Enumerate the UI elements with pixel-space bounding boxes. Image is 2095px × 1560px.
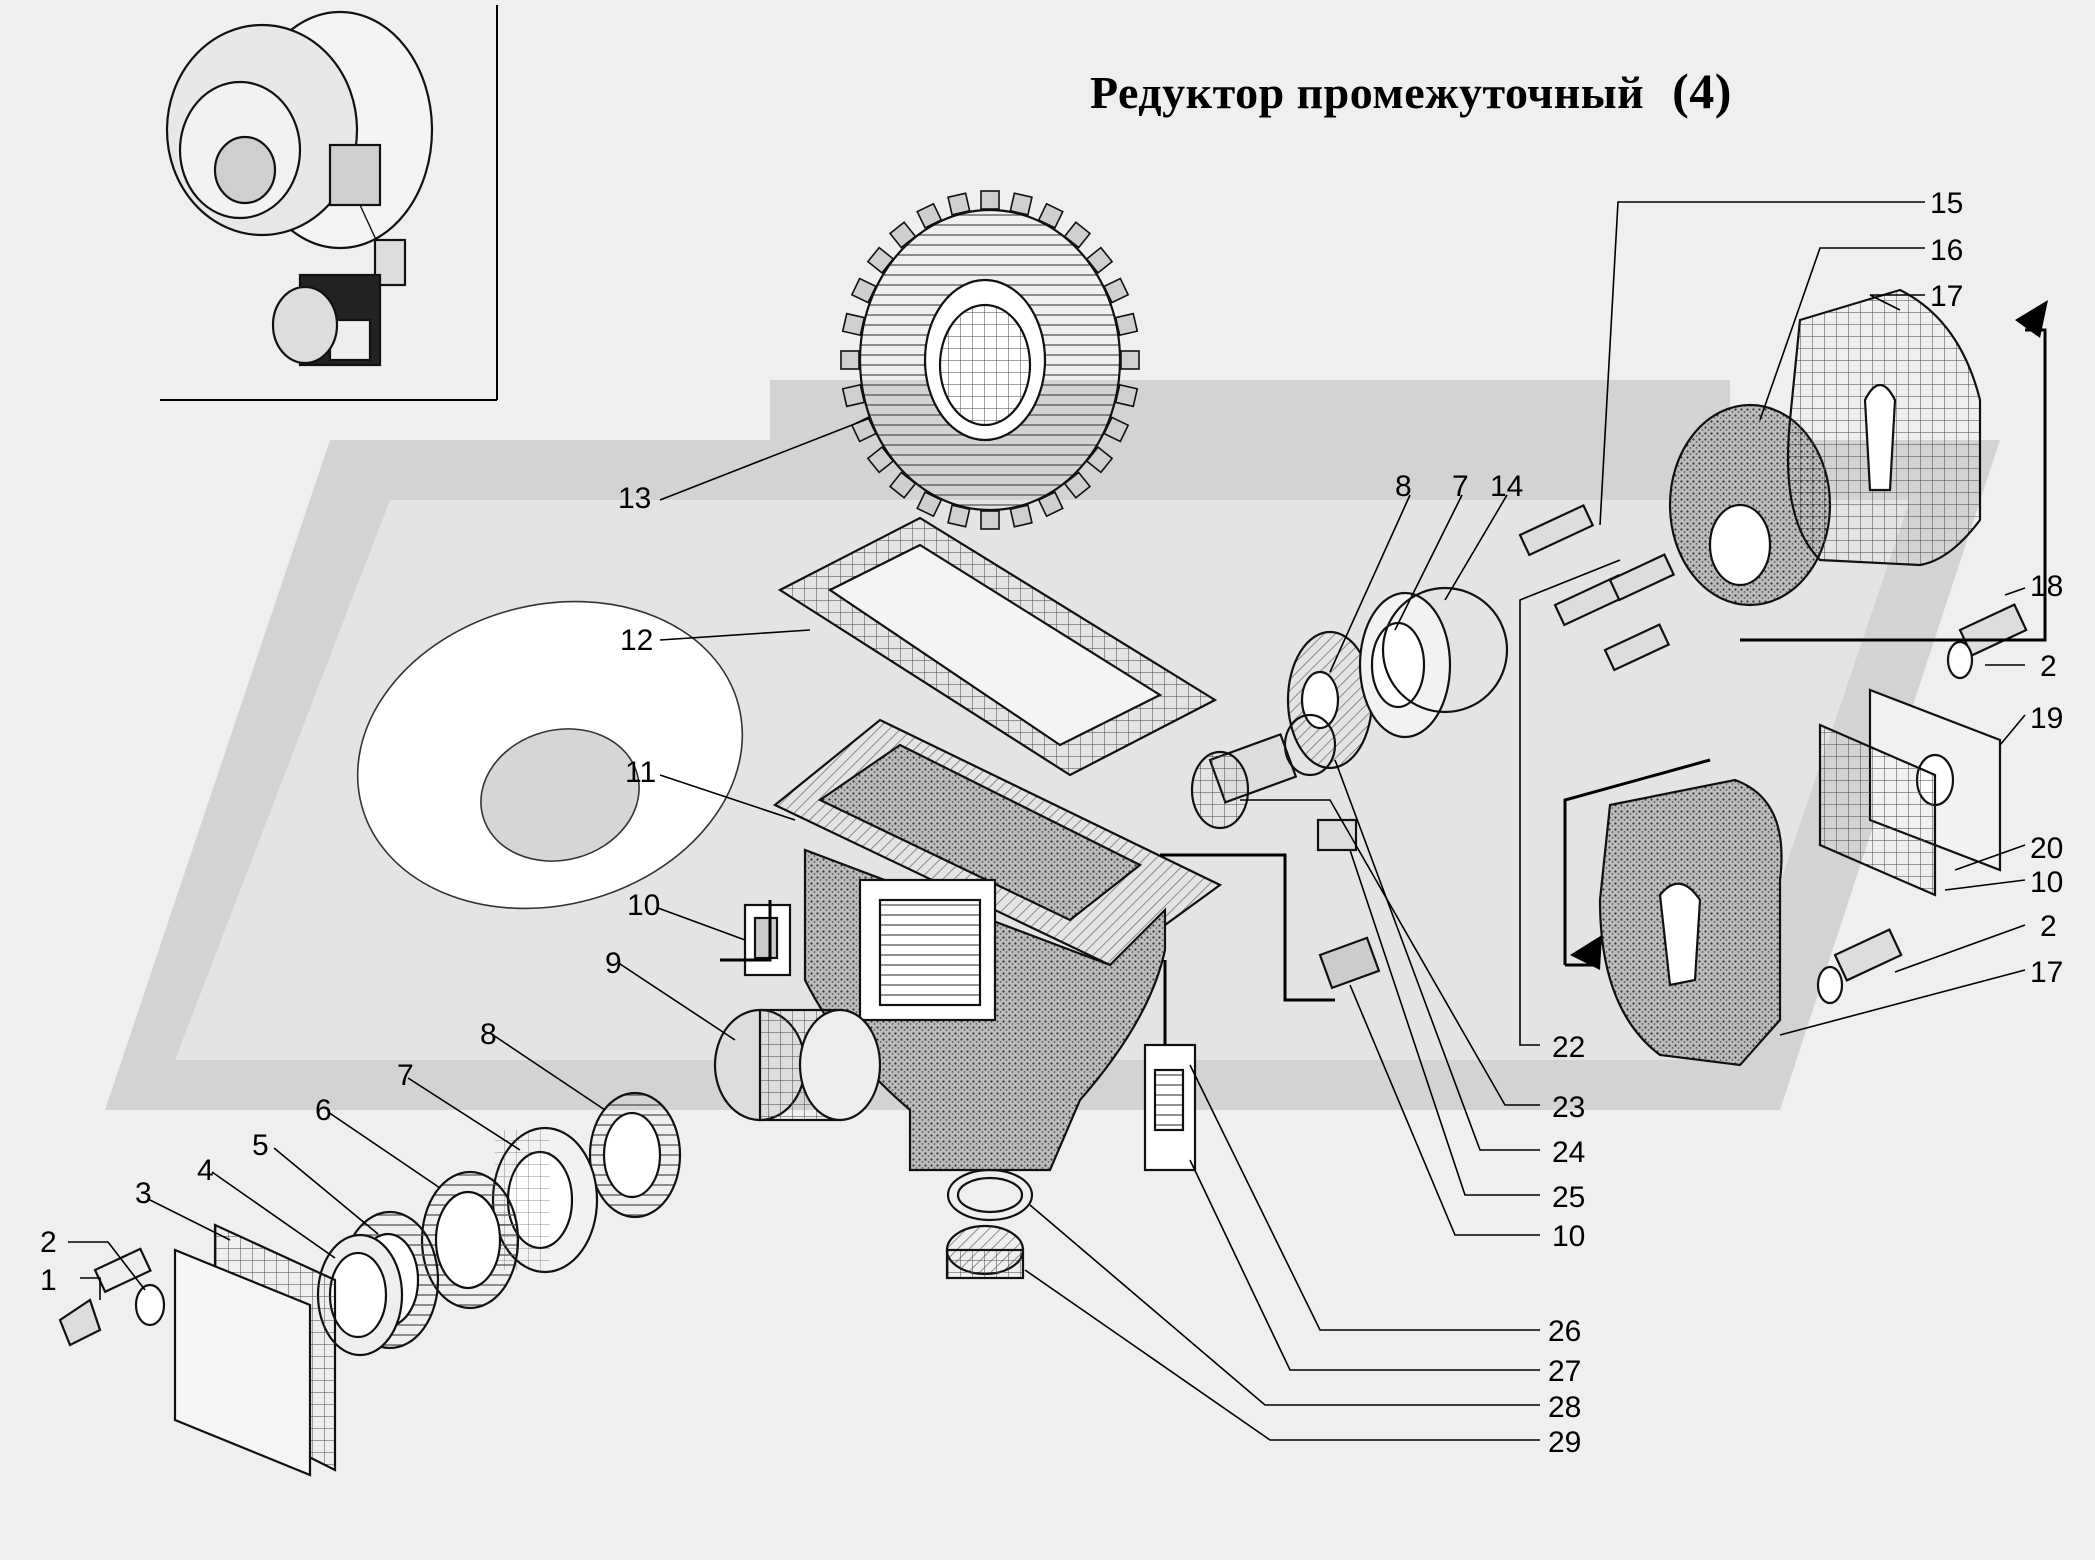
gear-tooth (980, 190, 1000, 210)
callout-19: 19 (2030, 702, 2063, 735)
callout-10-right: 10 (2030, 866, 2063, 899)
callout-25: 25 (1552, 1181, 1585, 1214)
callout-2: 2 (40, 1226, 57, 1259)
callout-17-lower: 17 (2030, 956, 2063, 989)
callout-3: 3 (135, 1177, 152, 1210)
gasket-17-upper (1786, 288, 1982, 567)
callout-9: 9 (605, 947, 622, 980)
callout-15: 15 (1930, 187, 1963, 220)
bolt-10-right (1833, 928, 1903, 982)
callout-22: 22 (1552, 1031, 1585, 1064)
gear-tooth (1114, 383, 1139, 408)
ring-6 (420, 1170, 520, 1310)
ring-28 (946, 1168, 1034, 1222)
callout-18: 18 (2030, 570, 2063, 603)
ring-4 (316, 1233, 404, 1357)
callout-20: 20 (2030, 832, 2063, 865)
callout-2-right-lower: 2 (2040, 910, 2057, 943)
inset-view (160, 5, 498, 401)
callout-12: 12 (620, 624, 653, 657)
diagram-title: Редуктор промежуточный (4) (1090, 62, 1732, 120)
callout-5: 5 (252, 1129, 269, 1162)
cover-plate (173, 1248, 312, 1477)
callout-11: 11 (625, 756, 656, 789)
ring-8-lower (588, 1091, 682, 1219)
gear-tooth (1114, 312, 1139, 337)
gasket-12 (777, 516, 1218, 777)
title-text: Редуктор промежуточный (1090, 67, 1645, 118)
gasket-20 (1818, 723, 1937, 897)
callout-10-mid: 10 (1552, 1220, 1585, 1253)
washer-2 (134, 1283, 166, 1327)
callout-27: 27 (1548, 1355, 1581, 1388)
callout-13: 13 (618, 482, 651, 515)
leader-lines (68, 201, 2026, 1441)
callout-10: 10 (627, 889, 660, 922)
callout-7: 7 (397, 1059, 414, 1092)
bearing-7-upper (1358, 591, 1452, 739)
washer-2-right-upper (1946, 640, 1974, 680)
callout-29: 29 (1548, 1426, 1581, 1459)
callout-7-upper: 7 (1452, 470, 1469, 503)
watermark-logo (105, 380, 2000, 1110)
callout-1: 1 (40, 1264, 57, 1297)
bushing-10-left (743, 903, 792, 977)
callout-labels: 1 2 3 4 5 6 7 8 9 10 11 12 13 8 7 14 15 … (40, 187, 2063, 1459)
arrowheads (1570, 300, 2048, 970)
ring-8-upper (1286, 630, 1374, 770)
callout-8-upper: 8 (1395, 470, 1412, 503)
callout-16: 16 (1930, 234, 1963, 267)
title-number: (4) (1672, 63, 1732, 119)
housing-11 (772, 718, 1223, 1172)
callout-2-right-upper: 2 (2040, 650, 2057, 683)
callout-4: 4 (197, 1154, 214, 1187)
snap-ring-14 (1381, 586, 1509, 714)
bushing-10-mid (1318, 936, 1381, 990)
callout-8: 8 (480, 1018, 497, 1051)
bolt-18 (1958, 603, 2028, 657)
ring-24 (1283, 713, 1337, 777)
callout-28: 28 (1548, 1391, 1581, 1424)
gear-tooth (980, 510, 1000, 530)
callout-26: 26 (1548, 1315, 1581, 1348)
callout-14: 14 (1490, 470, 1523, 503)
shaft-gear-23 (1190, 732, 1298, 830)
gear-tooth (840, 350, 860, 370)
washer-2-right-lower (1816, 965, 1844, 1005)
gear-tooth (841, 383, 866, 408)
gear-tooth (1120, 350, 1140, 370)
gear-13 (840, 190, 1140, 530)
callout-6: 6 (315, 1094, 332, 1127)
nut-29 (945, 1224, 1025, 1280)
callout-17-upper: 17 (1930, 280, 1963, 313)
gear-tooth (841, 312, 866, 337)
bolts-15 (1518, 503, 1676, 672)
plug-26 (1143, 1043, 1197, 1172)
callout-23: 23 (1552, 1091, 1585, 1124)
spline-gear-9 (713, 1008, 882, 1122)
housing-17-lower (1598, 778, 1783, 1067)
callout-24: 24 (1552, 1136, 1585, 1169)
